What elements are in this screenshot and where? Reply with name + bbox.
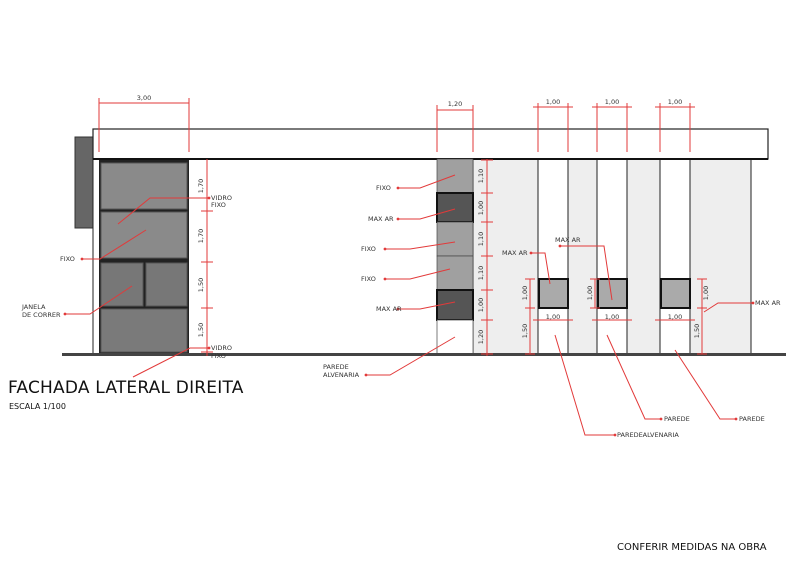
label-max-ar: MAX AR bbox=[502, 249, 528, 257]
label-vidro-fixo: FIXO bbox=[211, 201, 226, 209]
dim-height: 1,70 bbox=[197, 229, 205, 243]
drawing-scale: ESCALA 1/100 bbox=[9, 402, 66, 411]
wall-light-2 bbox=[568, 159, 597, 354]
label-mid: MAX AR bbox=[376, 305, 402, 313]
side-panel bbox=[74, 136, 94, 229]
label-max-ar: MAX AR bbox=[755, 299, 781, 307]
dim-window-height: 1,00 bbox=[521, 286, 529, 300]
dim-top-width: 1,00 bbox=[546, 98, 560, 106]
label-parede-alvenaria: ALVENARIA bbox=[323, 371, 360, 379]
glass-pane bbox=[100, 308, 188, 353]
roof-slab bbox=[92, 128, 769, 160]
label-parede: PAREDE bbox=[739, 415, 765, 423]
dim-window-height: 1,00 bbox=[702, 286, 710, 300]
dim-height: 1,00 bbox=[477, 201, 485, 215]
dim-height: 1,20 bbox=[477, 330, 485, 344]
wall-light-4 bbox=[690, 159, 751, 354]
dim-window-width: 1,00 bbox=[605, 313, 619, 321]
label-mid: MAX AR bbox=[368, 215, 394, 223]
label-max-ar: MAX AR bbox=[555, 236, 581, 244]
label-fixo: FIXO bbox=[60, 255, 75, 263]
drawing-title: FACHADA LATERAL DIREITA bbox=[8, 378, 244, 398]
dim-height: 1,70 bbox=[197, 179, 205, 193]
dim-mid-width: 1,20 bbox=[448, 100, 462, 108]
dim-sill-height: 1,50 bbox=[521, 324, 529, 338]
building bbox=[62, 128, 786, 356]
dim-height: 1,50 bbox=[197, 278, 205, 292]
label-janela: DE CORRER bbox=[22, 311, 61, 319]
window-max-ar bbox=[538, 278, 569, 309]
label-mid: FIXO bbox=[361, 275, 376, 283]
glass-pane bbox=[100, 162, 188, 210]
dim-window-width: 1,00 bbox=[546, 313, 560, 321]
label-vidro-fixo: VIDRO bbox=[211, 344, 232, 352]
sliding-pane bbox=[145, 262, 188, 307]
left-glazing bbox=[99, 160, 189, 354]
label-parede: PAREDE bbox=[664, 415, 690, 423]
label-parede-alvenaria: PAREDE bbox=[323, 363, 349, 371]
dimension-texts: 3,00 1,20 1,00 1,00 1,00 1,70 1,70 1,50 … bbox=[137, 94, 710, 344]
dimension-lines bbox=[98, 98, 707, 356]
annotation-labels: VIDRO FIXO FIXO JANELA DE CORRER VIDRO F… bbox=[21, 184, 781, 439]
dim-top-width: 1,00 bbox=[668, 98, 682, 106]
ground-line bbox=[62, 353, 786, 356]
label-mid: FIXO bbox=[376, 184, 391, 192]
dim-height: 1,10 bbox=[477, 169, 485, 183]
glass-pane bbox=[100, 211, 188, 259]
dim-top-width: 1,00 bbox=[605, 98, 619, 106]
dim-height: 1,10 bbox=[477, 266, 485, 280]
leader-lines bbox=[65, 174, 753, 436]
drawing-note: CONFERIR MEDIDAS NA OBRA bbox=[617, 542, 767, 553]
window-max-ar bbox=[660, 278, 691, 309]
dim-window-height: 1,00 bbox=[586, 286, 594, 300]
leader-dots bbox=[63, 186, 755, 437]
dim-height: 1,50 bbox=[197, 323, 205, 337]
dim-window-width: 1,00 bbox=[668, 313, 682, 321]
mid-column bbox=[436, 158, 474, 355]
label-vidro-fixo: FIXO bbox=[211, 352, 226, 360]
label-janela: JANELA bbox=[21, 303, 46, 311]
label-mid: FIXO bbox=[361, 245, 376, 253]
sliding-pane bbox=[100, 262, 144, 307]
wall-light-3 bbox=[627, 159, 660, 354]
window-max-ar bbox=[597, 278, 628, 309]
dim-height: 1,00 bbox=[477, 298, 485, 312]
dim-sill-height: 1,50 bbox=[693, 324, 701, 338]
label-paredealvenaria: PAREDEALVENARIA bbox=[617, 431, 679, 439]
dim-height: 1,10 bbox=[477, 232, 485, 246]
label-vidro-fixo: VIDRO bbox=[211, 194, 232, 202]
dim-left-width: 3,00 bbox=[137, 94, 151, 102]
